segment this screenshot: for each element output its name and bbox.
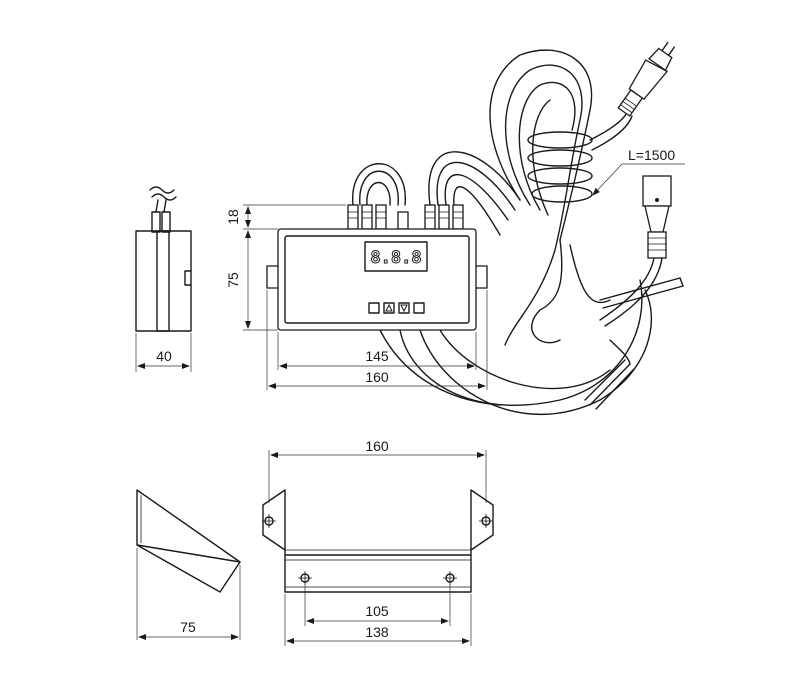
side-clip	[184, 270, 192, 286]
controller-front-view: 8.8.8	[266, 204, 488, 331]
side-cable-wires	[149, 186, 177, 213]
cable-length-leader	[592, 163, 623, 196]
side-rib	[156, 230, 170, 332]
arrow-up-icon	[385, 303, 393, 312]
front-view-dimensions: 18 75 145 160	[225, 204, 488, 390]
dim-height-top: 18	[225, 209, 241, 225]
cable-bundle	[352, 49, 684, 416]
dim-bracket-depth: 75	[180, 619, 196, 635]
dim-side-depth: 40	[156, 348, 172, 364]
power-plug	[617, 41, 676, 117]
dim-bracket-width: 160	[365, 438, 389, 454]
button-exit[interactable]	[413, 302, 425, 314]
mounting-ear-left	[266, 265, 278, 289]
arrow-down-icon	[400, 304, 408, 313]
display-window	[364, 241, 428, 272]
mounting-ear-right	[476, 265, 488, 289]
cable-length-label: L=1500	[628, 147, 675, 163]
bracket-side-view: 75	[136, 489, 241, 640]
button-up[interactable]	[383, 302, 395, 314]
dim-hole-spacing: 105	[365, 603, 389, 619]
button-down[interactable]	[398, 302, 410, 314]
controller-side-view: 40	[135, 186, 192, 372]
display-digits: 8.8.8	[370, 248, 421, 268]
cable-length-callout: L=1500	[592, 147, 685, 196]
dim-height-body: 75	[225, 272, 241, 288]
housing-inner	[284, 235, 470, 324]
bracket-dimensions: 160 105 138	[268, 438, 487, 646]
bracket-outline	[262, 489, 494, 593]
bracket-side-profile	[136, 489, 241, 593]
dim-width-inner: 145	[365, 348, 389, 364]
side-body	[135, 230, 192, 332]
side-gland-right	[161, 211, 171, 233]
socket-connector	[642, 175, 672, 259]
dim-width-outer: 160	[365, 369, 389, 385]
housing-outer	[277, 228, 477, 331]
cable-glands	[347, 204, 464, 230]
bracket-front-view	[262, 489, 494, 593]
side-gland-left	[151, 211, 161, 233]
dim-bracket-base: 138	[365, 624, 389, 640]
button-set[interactable]	[368, 302, 380, 314]
